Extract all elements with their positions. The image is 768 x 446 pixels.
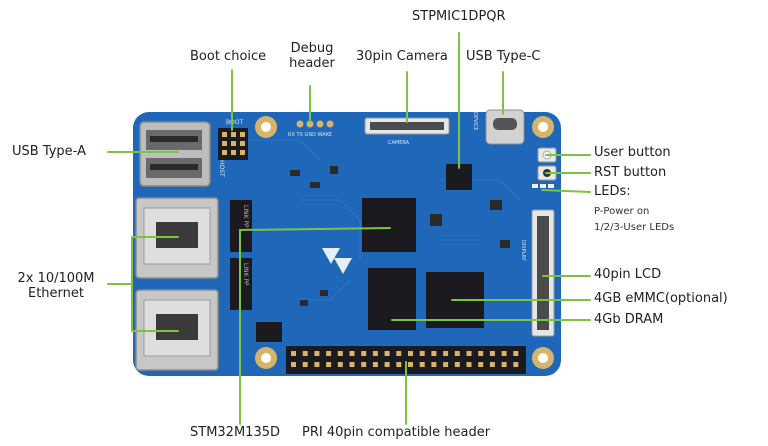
silk-host: HOST	[218, 160, 225, 177]
label-debug-header-line1: Debug	[290, 41, 334, 56]
silk-debug: RX TX GND WAKE	[288, 132, 332, 138]
header-pin	[291, 351, 296, 356]
label-leds-desc-2: 1/2/3-User LEDs	[594, 222, 675, 233]
header-pin	[431, 351, 437, 356]
callout-lines	[107, 32, 591, 425]
lan-transformer-1: LINK PP	[230, 200, 252, 252]
header-pin	[361, 362, 367, 367]
label-ethernet-line2: Ethernet	[28, 285, 84, 301]
silk-lan2: LINK PP	[242, 263, 249, 286]
header-pin	[478, 362, 484, 367]
silk-camera: CAMERA	[388, 140, 410, 146]
header-pin	[372, 362, 378, 367]
mounting-holes	[255, 116, 554, 369]
label-header40: PRI 40pin compatible header	[302, 425, 491, 440]
header-pin	[478, 351, 484, 356]
label-soc: STM32M135D	[190, 425, 280, 440]
header-pin	[349, 362, 355, 367]
header-pin	[501, 362, 507, 367]
passive-components	[290, 166, 510, 306]
header-pin	[349, 351, 355, 356]
header-pin	[326, 351, 332, 356]
label-rst-button: RST button	[594, 165, 667, 180]
header-pin	[396, 362, 402, 367]
header-pin	[408, 351, 413, 356]
small-header	[256, 322, 282, 342]
header-pin	[384, 362, 390, 367]
boot-jumper	[218, 128, 248, 160]
usb-type-a-port	[139, 121, 211, 187]
header-pin	[443, 351, 449, 356]
label-leds: LEDs:	[594, 184, 631, 199]
label-dram: 4Gb DRAM	[594, 312, 664, 327]
header-pin	[396, 351, 402, 356]
label-boot-choice: Boot choice	[190, 49, 267, 64]
header-pin	[419, 351, 425, 356]
header-pin	[337, 362, 343, 367]
header-pin	[501, 351, 507, 356]
label-ethernet-line1: 2x 10/100M	[17, 271, 95, 286]
header-pin	[431, 362, 437, 367]
label-lcd: 40pin LCD	[594, 267, 662, 282]
leds-part	[532, 184, 554, 188]
header-pin	[408, 362, 413, 367]
header-pin	[291, 362, 296, 367]
header-pin	[302, 351, 308, 356]
header-pin	[302, 362, 308, 367]
header-pin	[443, 362, 449, 367]
lcd-connector	[531, 209, 555, 337]
header-pin	[337, 351, 343, 356]
header-pin	[489, 351, 495, 356]
label-ethernet: 2x 10/100M Ethernet	[4, 271, 108, 302]
label-usb-c: USB Type-C	[466, 49, 541, 64]
callout-ethernet	[107, 236, 179, 332]
label-stpmic: STPMIC1DPQR	[412, 9, 506, 24]
label-leds-desc-1: P-Power on	[594, 206, 650, 217]
header-pin	[314, 351, 320, 356]
callout-soc	[239, 227, 391, 425]
header-pin	[361, 351, 367, 356]
header-pin	[513, 351, 519, 356]
header-pin	[314, 362, 320, 367]
header-pin	[466, 362, 472, 367]
label-user-button: User button	[594, 145, 671, 160]
label-debug-header-line2: header	[289, 55, 335, 71]
debug-header	[296, 120, 334, 128]
label-debug-header: Debug header	[286, 41, 338, 72]
header-pin	[513, 362, 519, 367]
silk-device: DEVICE	[472, 112, 478, 131]
header-pin	[454, 351, 460, 356]
soc-chip	[362, 198, 416, 252]
silk-lan1: LINK PP	[242, 205, 249, 228]
header-pin	[489, 362, 495, 367]
silk-lcd: DISPLAY	[520, 240, 526, 261]
label-emmc: 4GB eMMC(optional)	[594, 291, 728, 306]
st-logo	[322, 248, 352, 274]
header-pin	[419, 362, 425, 367]
label-camera: 30pin Camera	[356, 49, 448, 64]
silk-boot: BOOT	[226, 119, 243, 126]
label-usb-a: USB Type-A	[12, 144, 86, 159]
usb-type-c-port	[485, 109, 525, 145]
header-pin	[454, 362, 460, 367]
callout-leds	[541, 189, 591, 193]
header-pin	[384, 351, 390, 356]
header-pin	[466, 351, 472, 356]
header-pin	[372, 351, 378, 356]
header-pin	[326, 362, 332, 367]
